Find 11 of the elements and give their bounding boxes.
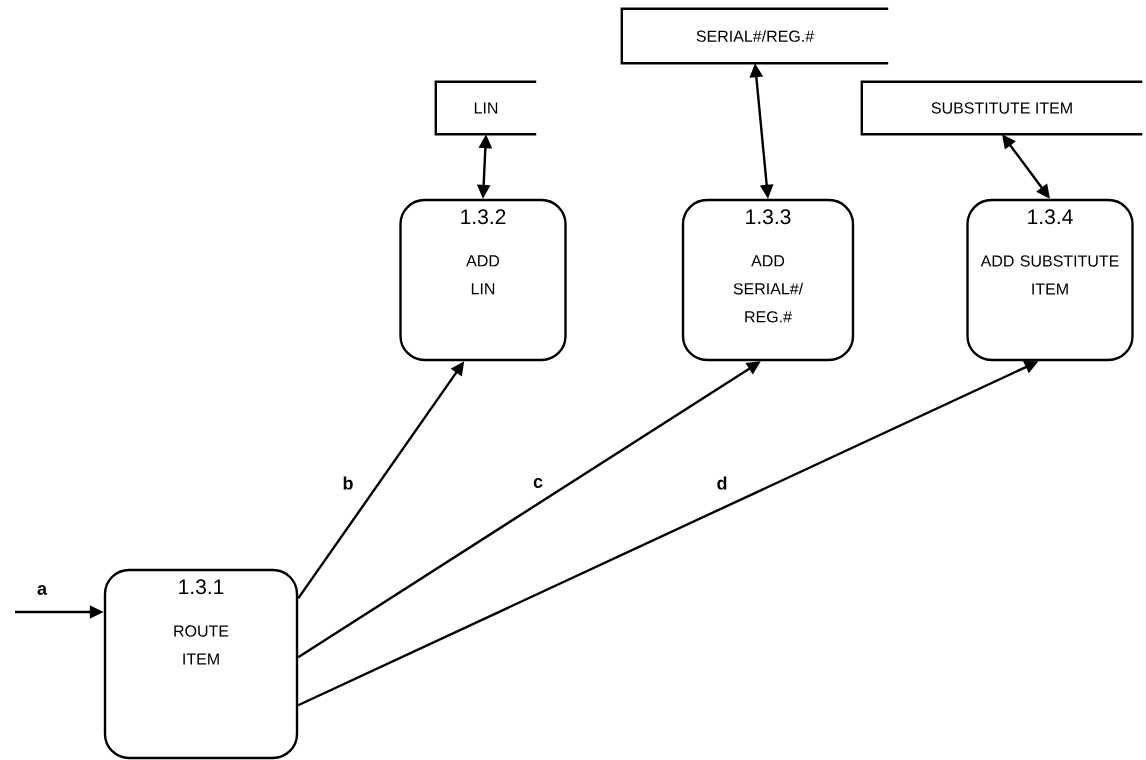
edge-label: c xyxy=(531,476,545,490)
process-box: 1.3.2 ADD LIN xyxy=(399,198,567,362)
process-box: 1.3.3 ADD SERIAL#/ REG.# xyxy=(681,198,855,362)
data-store: SERIAL#/REG.# xyxy=(620,7,889,65)
process-box: 1.3.1 ROUTE ITEM xyxy=(103,568,299,760)
edge-label: a xyxy=(35,583,49,597)
edge-label: d xyxy=(714,474,730,492)
edge-label: b xyxy=(340,474,356,492)
data-store: SUBSTITUTE ITEM xyxy=(860,80,1143,136)
process-box: 1.3.4 ADD SUBSTITUTE ITEM xyxy=(966,198,1134,362)
data-store: LIN xyxy=(434,80,537,136)
